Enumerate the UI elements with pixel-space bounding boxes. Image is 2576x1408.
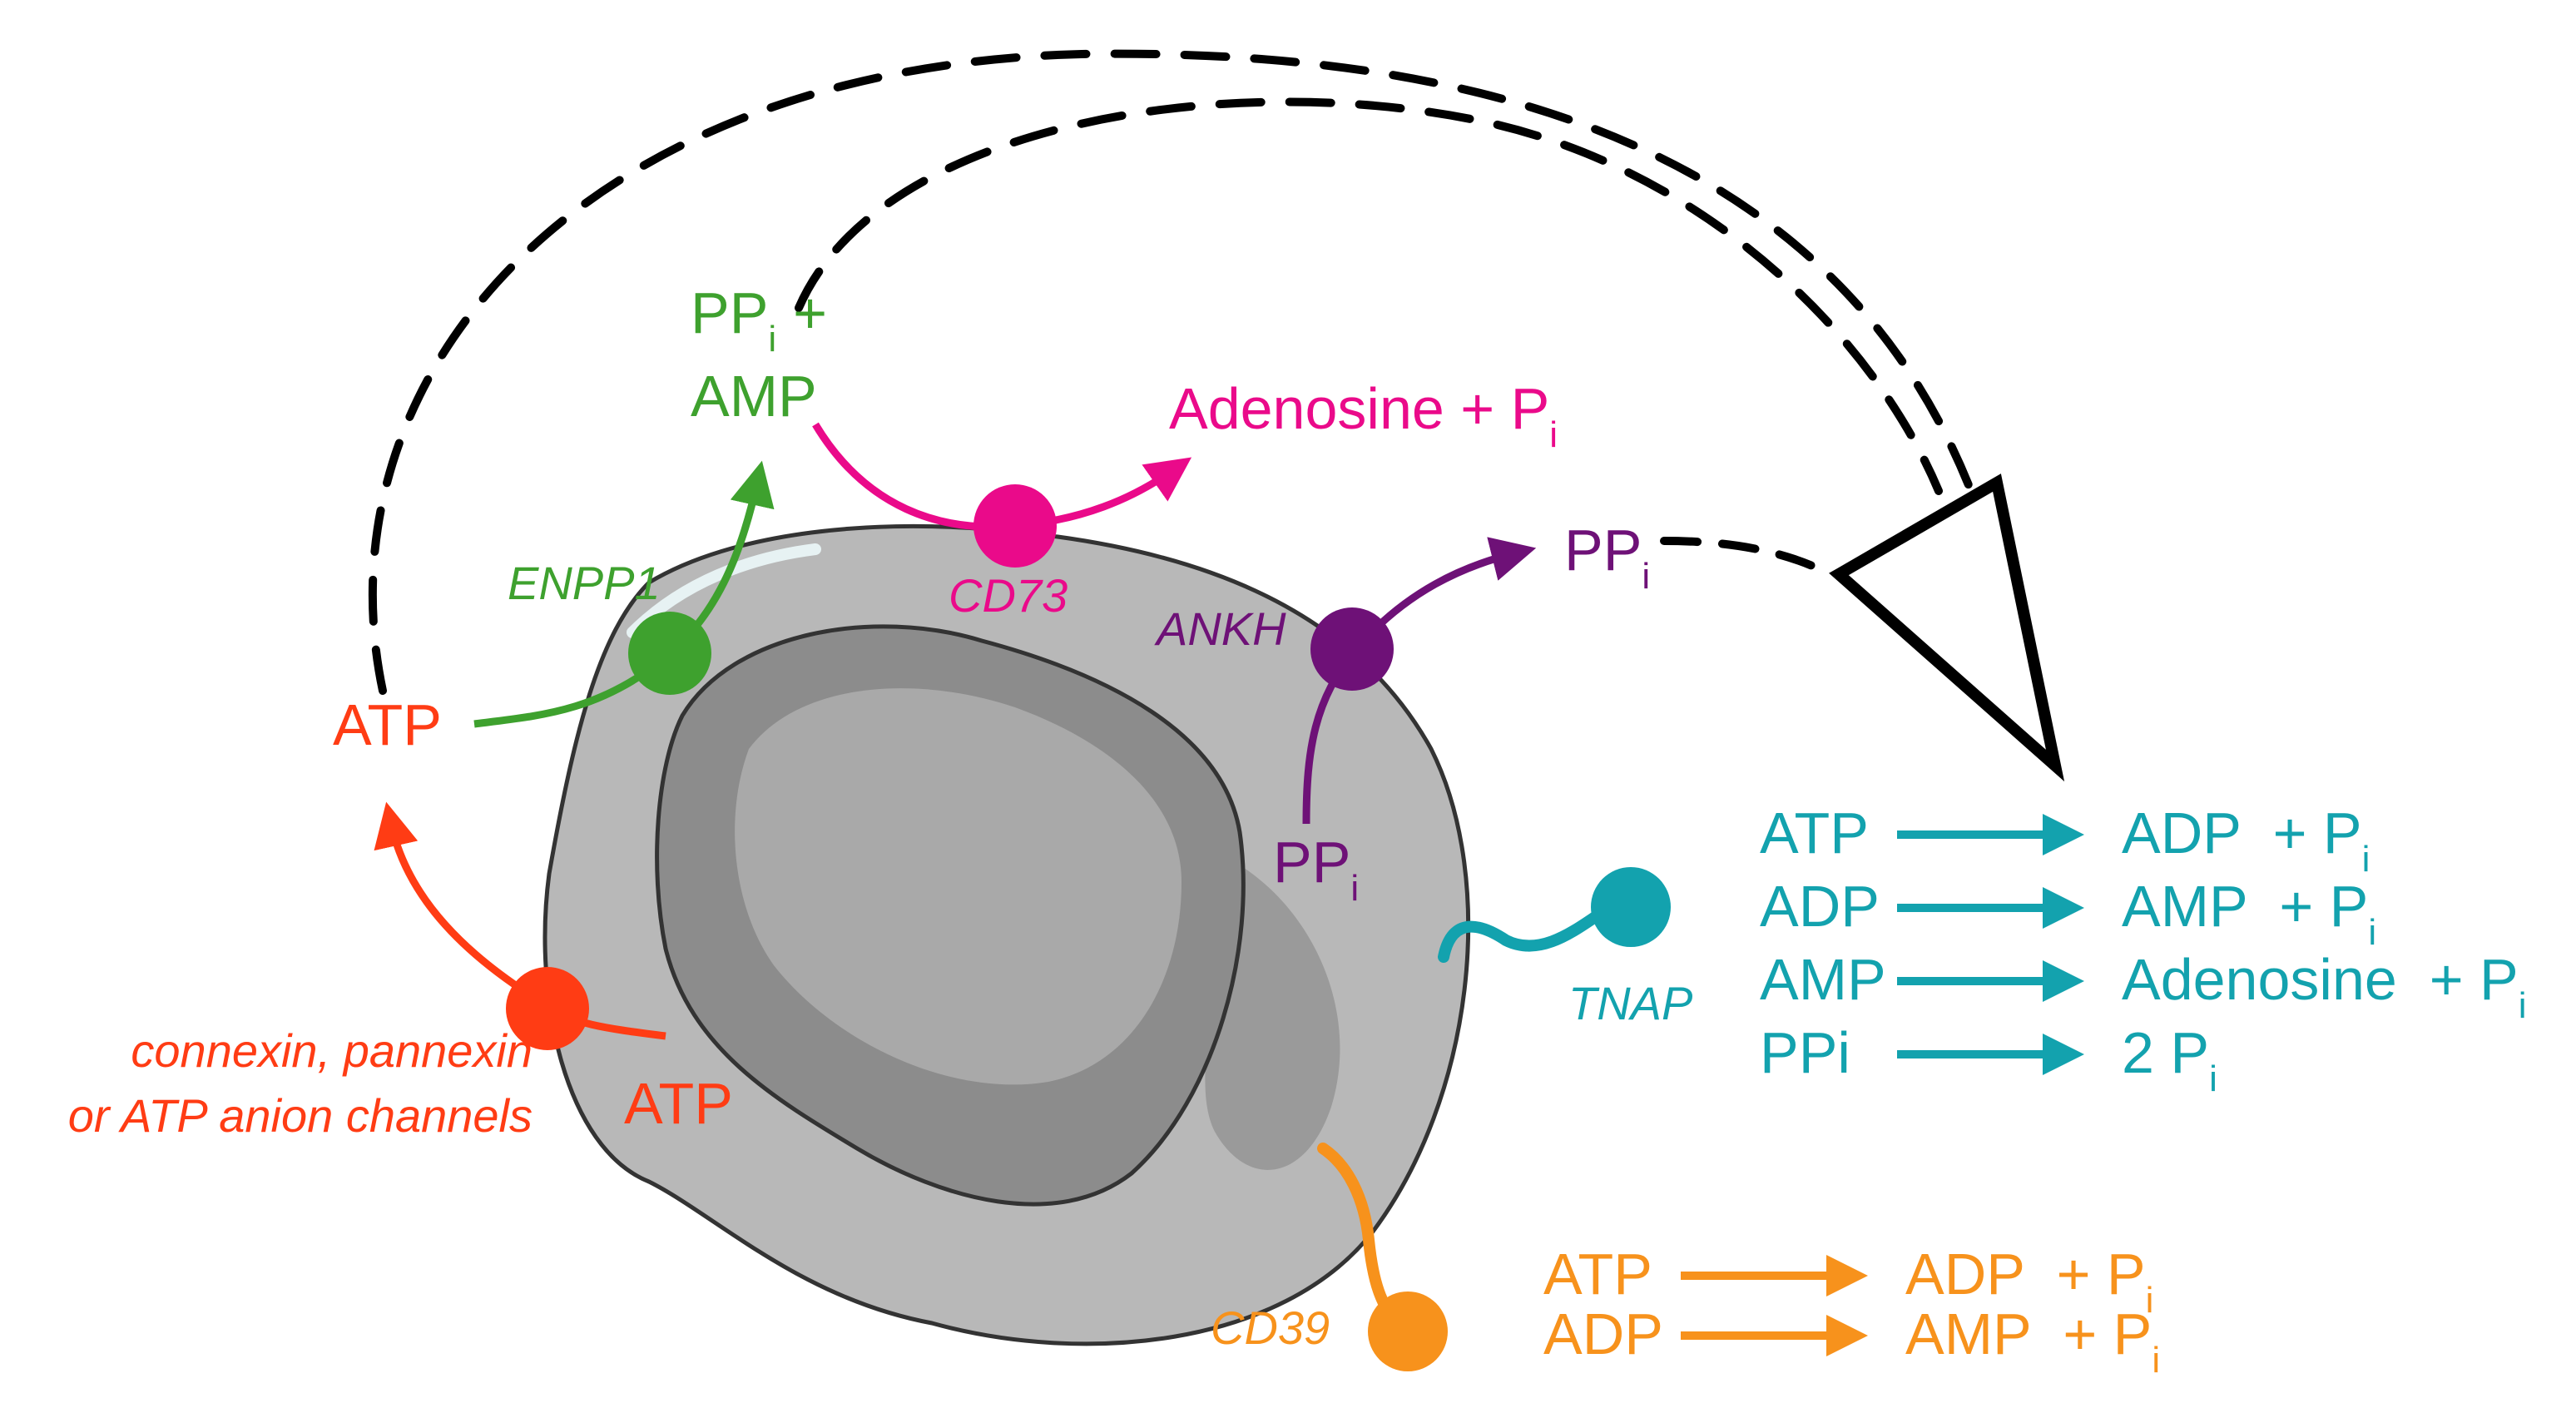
tnap-reaction-row: AMP Adenosine + Pi [1760, 947, 2527, 1026]
reaction-product: AMP + Pi [2122, 874, 2376, 953]
ankh-label: ANKH [1154, 602, 1286, 655]
big-arrow-icon [1829, 473, 2065, 782]
cd39-reaction-list: ATP ADP + Pi ADP AMP + Pi [1543, 1242, 2160, 1381]
tnap-reaction-row: ADP AMP + Pi [1760, 874, 2376, 953]
reaction-substrate: ADP [1543, 1301, 1663, 1366]
feedback-arc-outer [368, 49, 1984, 695]
enpp1-pathway [473, 460, 775, 728]
cd39-icon [1368, 1291, 1448, 1371]
nucleus-icon [655, 624, 1246, 1207]
reaction-substrate: PPi [1760, 1020, 1850, 1085]
tnap-pathway [1438, 867, 1671, 963]
cd73-icon [973, 484, 1057, 568]
channel-label-line1: connexin, pannexin [131, 1024, 533, 1077]
atp-release-pathway [374, 801, 666, 1050]
enpp1-product-ppi: PPi+ [691, 280, 827, 359]
ankh-pathway [1302, 537, 1537, 825]
enpp1-product-amp: AMP [691, 364, 817, 429]
atp-outside-label: ATP [333, 692, 442, 757]
cd73-label: CD73 [949, 569, 1068, 622]
reaction-product: ADP + Pi [2122, 801, 2370, 880]
reaction-product: Adenosine + Pi [2122, 947, 2527, 1026]
enpp1-icon [628, 612, 711, 695]
channel-label-line2: or ATP anion channels [68, 1089, 533, 1142]
tnap-icon [1591, 867, 1671, 947]
cd73-pathway [812, 422, 1192, 568]
reaction-product: 2 Pi [2122, 1020, 2217, 1099]
reaction-product: ADP + Pi [1905, 1242, 2153, 1321]
atp-inside-label: ATP [624, 1071, 733, 1136]
cd39-pathway [1317, 1143, 1448, 1371]
tnap-reaction-row: ATP ADP + Pi [1760, 801, 2370, 880]
ppi-to-arrow-dashed [1660, 537, 1835, 578]
ankh-icon [1310, 607, 1394, 691]
reaction-substrate: ATP [1760, 801, 1869, 865]
reaction-substrate: AMP [1760, 947, 1886, 1012]
ankh-outside-ppi: PPi [1564, 518, 1650, 597]
reaction-product: AMP + Pi [1905, 1301, 2160, 1381]
cd39-label: CD39 [1211, 1301, 1330, 1354]
channel-icon [506, 967, 589, 1050]
ankh-inside-ppi: PPi [1273, 830, 1359, 909]
reaction-substrate: ADP [1760, 874, 1880, 939]
cd39-reaction-row: ATP ADP + Pi [1543, 1242, 2153, 1321]
cd39-reaction-row: ADP AMP + Pi [1543, 1301, 2160, 1381]
cd73-product: Adenosine + Pi [1169, 376, 1558, 455]
tnap-reaction-row: PPi 2 Pi [1760, 1020, 2217, 1099]
reaction-substrate: ATP [1543, 1242, 1652, 1306]
enpp1-label: ENPP1 [508, 557, 661, 609]
tnap-label: TNAP [1568, 977, 1692, 1029]
